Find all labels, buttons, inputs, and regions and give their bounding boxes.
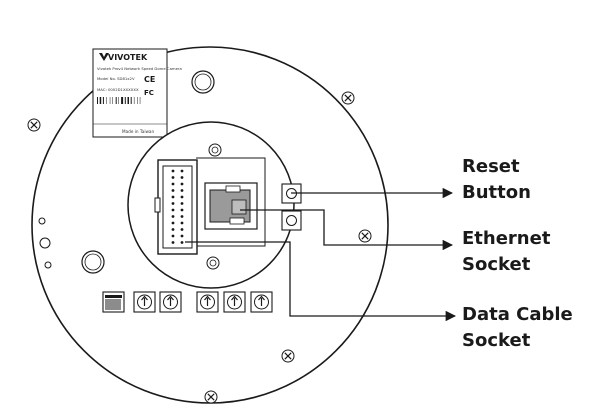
up-arrow-terminal-icon <box>196 291 219 313</box>
data-cable-leader-line <box>185 241 457 322</box>
header-pin <box>171 221 175 225</box>
header-pin <box>180 221 184 225</box>
header-pin <box>180 182 184 186</box>
reset-companion-button <box>281 210 302 231</box>
header-pin <box>171 195 175 199</box>
vivotek-logo: VIVOTEK <box>99 53 148 62</box>
header-pin <box>171 182 175 186</box>
up-arrow-terminal-icon <box>159 291 182 313</box>
svg-text:VIVOTEK: VIVOTEK <box>108 53 148 62</box>
data-cable-socket-label: Data Cable Socket <box>462 304 573 351</box>
header-pin <box>171 189 175 192</box>
header-pin <box>171 176 175 179</box>
terminal-block-row <box>102 291 273 313</box>
barcode <box>97 97 141 104</box>
ethernet-socket-label: Ethernet Socket <box>462 228 551 275</box>
screw-icon <box>281 349 295 363</box>
label-description: Vivotek Prov4 Network Speed Dome Camera <box>97 66 182 71</box>
mounting-boss-top <box>191 70 215 94</box>
callout-leaders <box>185 187 457 322</box>
header-pin <box>180 195 184 199</box>
label-mac: MAC: 0002D1XXXXXX <box>97 87 139 92</box>
screw-icon <box>358 229 372 243</box>
header-pin <box>171 215 175 218</box>
product-label: VIVOTEK Vivotek Prov4 Network Speed Dome… <box>92 48 182 138</box>
side-indicator-holes <box>38 217 52 269</box>
header-pin <box>171 208 175 212</box>
screws <box>27 91 372 404</box>
screw-icon <box>204 390 218 404</box>
header-pin <box>180 215 184 218</box>
label-origin: Made in Taiwan <box>122 129 154 134</box>
ethernet-leader-line <box>240 209 454 251</box>
header-pin <box>171 228 175 231</box>
ce-mark: CE <box>144 75 155 84</box>
header-pin <box>171 202 175 205</box>
reset-button-label: Reset Button <box>462 156 531 203</box>
header-pin <box>180 228 184 231</box>
mounting-boss-left <box>81 250 105 274</box>
header-pin <box>180 169 184 173</box>
header-pin <box>180 208 184 212</box>
header-pin <box>171 241 175 244</box>
data-cable-socket <box>154 159 198 255</box>
fcc-mark: FC <box>144 89 154 97</box>
up-arrow-terminal-icon <box>133 291 156 313</box>
header-pin <box>180 176 184 179</box>
terminal-block-striped <box>102 291 125 313</box>
screw-icon <box>27 118 41 132</box>
up-arrow-terminal-icon <box>250 291 273 313</box>
header-pin <box>171 234 175 238</box>
up-arrow-terminal-icon <box>223 291 246 313</box>
label-model: Model No. SD81x2V <box>97 76 135 81</box>
header-pin <box>180 234 184 238</box>
header-pin <box>171 169 175 173</box>
screw-icon <box>341 91 355 105</box>
header-pin <box>180 202 184 205</box>
ethernet-socket <box>204 182 258 230</box>
header-pin <box>180 189 184 192</box>
header-pin <box>180 241 184 244</box>
